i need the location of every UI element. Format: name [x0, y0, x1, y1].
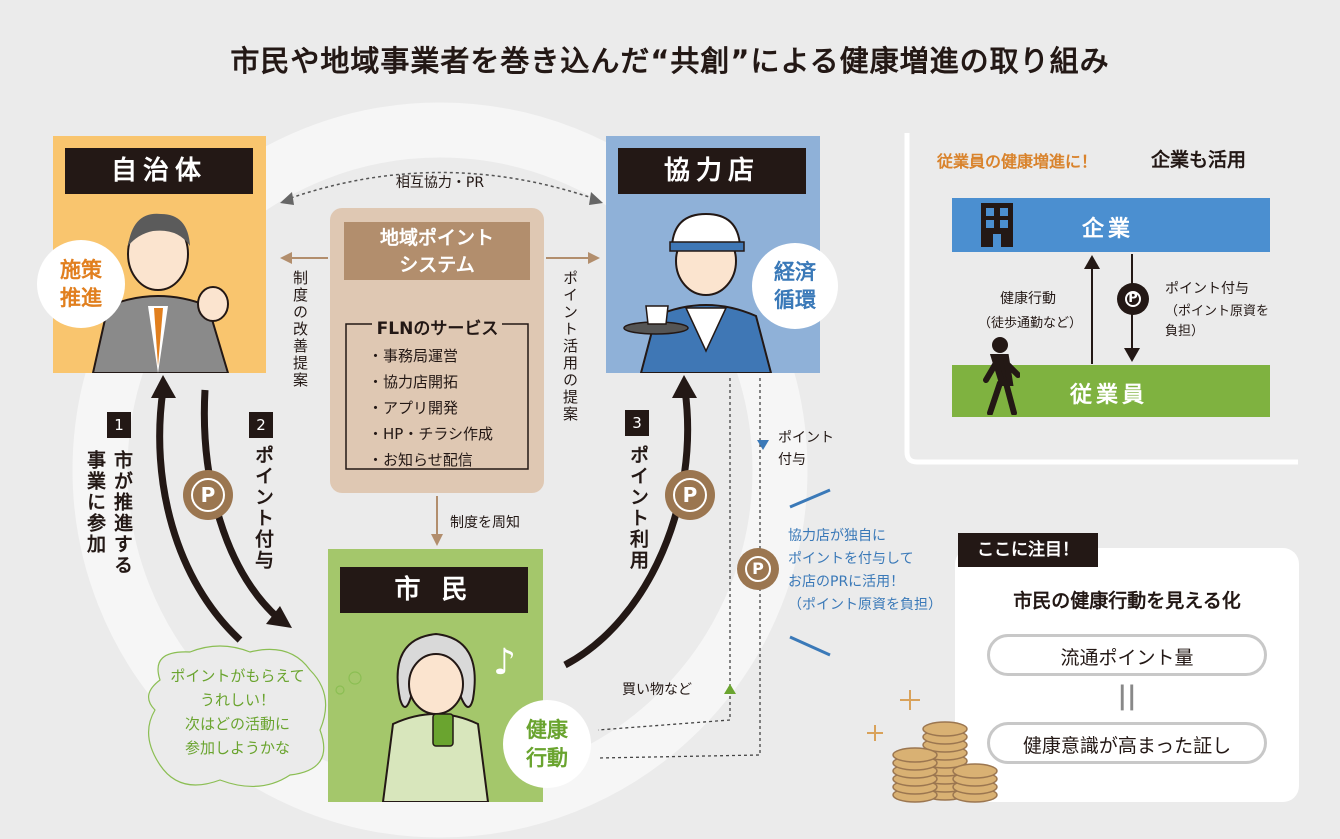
thought-cloud: [148, 645, 327, 788]
company-label: 企業: [1082, 217, 1135, 242]
step-1-text: 市が推進する 事業に参加: [84, 450, 133, 576]
kaimono-label: 買い物など: [622, 682, 692, 698]
fln-service-list: ・事務局運営 ・協力店開拓 ・アプリ開発 ・HP・チラシ作成 ・お知らせ配信: [368, 343, 493, 473]
focus-heading: 市民の健康行動を見える化: [1013, 590, 1241, 612]
step-3-text: ポイント利用: [627, 445, 649, 571]
coin-stack-icon: [867, 690, 998, 803]
shop-note: 協力店が独自に ポイントを付与して お店のPRに活用！ （ポイント原資を負担）: [788, 528, 942, 613]
company-left-text: 健康行動: [1000, 291, 1056, 307]
point-katsuyo-label: ポイント活用の提案: [561, 270, 579, 423]
thought-text: ポイントがもらえて うれしい！ 次はどの活動に 参加しようかな: [170, 667, 305, 757]
seido-shuchi-label: 制度を周知: [450, 515, 520, 531]
list-item: ・HP・チラシ作成: [368, 425, 494, 443]
shimin-title: 市 民: [340, 567, 528, 613]
company-heading-main: 企業も活用: [1151, 149, 1247, 171]
building-icon: [981, 203, 1013, 247]
citizen-illustration: ♪: [381, 632, 516, 802]
step-3-number: 3: [625, 410, 649, 436]
company-right-sub: （ポイント原資を 負担）: [1165, 304, 1270, 339]
point-system-box: 地域ポイント システム FLNのサービス ・事務局運営 ・協力店開拓 ・アプリ開…: [330, 208, 544, 493]
company-heading-accent: 従業員の健康増進に！: [937, 152, 1098, 171]
fln-title: FLNのサービス: [376, 319, 499, 339]
company-left-sub: （徒歩通勤など）: [978, 316, 1083, 331]
point-coin-icon: P: [665, 470, 715, 520]
fln-frame: [345, 323, 529, 470]
sparkle-icon: [867, 690, 920, 741]
step-1-number: 1: [107, 412, 131, 438]
shimin-badge: 健康 行動: [503, 700, 591, 788]
jichitai-title: 自治体: [65, 148, 253, 194]
seido-kaizen-label: 制度の改善提案: [291, 270, 309, 389]
focus-tag: ここに注目！: [958, 533, 1098, 567]
list-item: ・協力店開拓: [368, 373, 459, 391]
list-item: ・アプリ開発: [368, 399, 459, 417]
music-note-icon: ♪: [493, 642, 516, 683]
thought-bubbles: [335, 671, 362, 695]
step-2-text: ポイント付与: [252, 445, 274, 571]
kyoryokuten-badge: 経済 循環: [752, 243, 838, 329]
point-fuyo-label: ポイント 付与: [778, 430, 834, 468]
company-right-text: ポイント付与: [1165, 281, 1249, 297]
employee-label: 従業員: [1070, 383, 1149, 408]
kyoryokuten-title: 協力店: [618, 148, 806, 194]
system-heading: 地域ポイント システム: [344, 222, 530, 280]
point-coin-icon: P: [737, 548, 779, 590]
list-item: ・事務局運営: [368, 347, 459, 365]
official-illustration: [91, 213, 230, 373]
list-item: ・お知らせ配信: [368, 451, 473, 469]
shopkeeper-illustration: [623, 212, 773, 373]
jichitai-badge: 施策 推進: [37, 240, 125, 328]
focus-equals: ||: [1117, 681, 1137, 711]
focus-pill-1: 流通ポイント量: [987, 634, 1267, 676]
walking-person-icon: [983, 337, 1020, 415]
point-coin-icon: P: [1117, 283, 1149, 315]
point-coin-icon: P: [183, 470, 233, 520]
page-title: 市民や地域事業者を巻き込んだ“共創”による健康増進の取り組み: [230, 44, 1110, 78]
mutual-pr-label: 相互協力・PR: [395, 175, 485, 191]
focus-pill-2: 健康意識が高まった証し: [987, 722, 1267, 764]
step-2-number: 2: [249, 412, 273, 438]
